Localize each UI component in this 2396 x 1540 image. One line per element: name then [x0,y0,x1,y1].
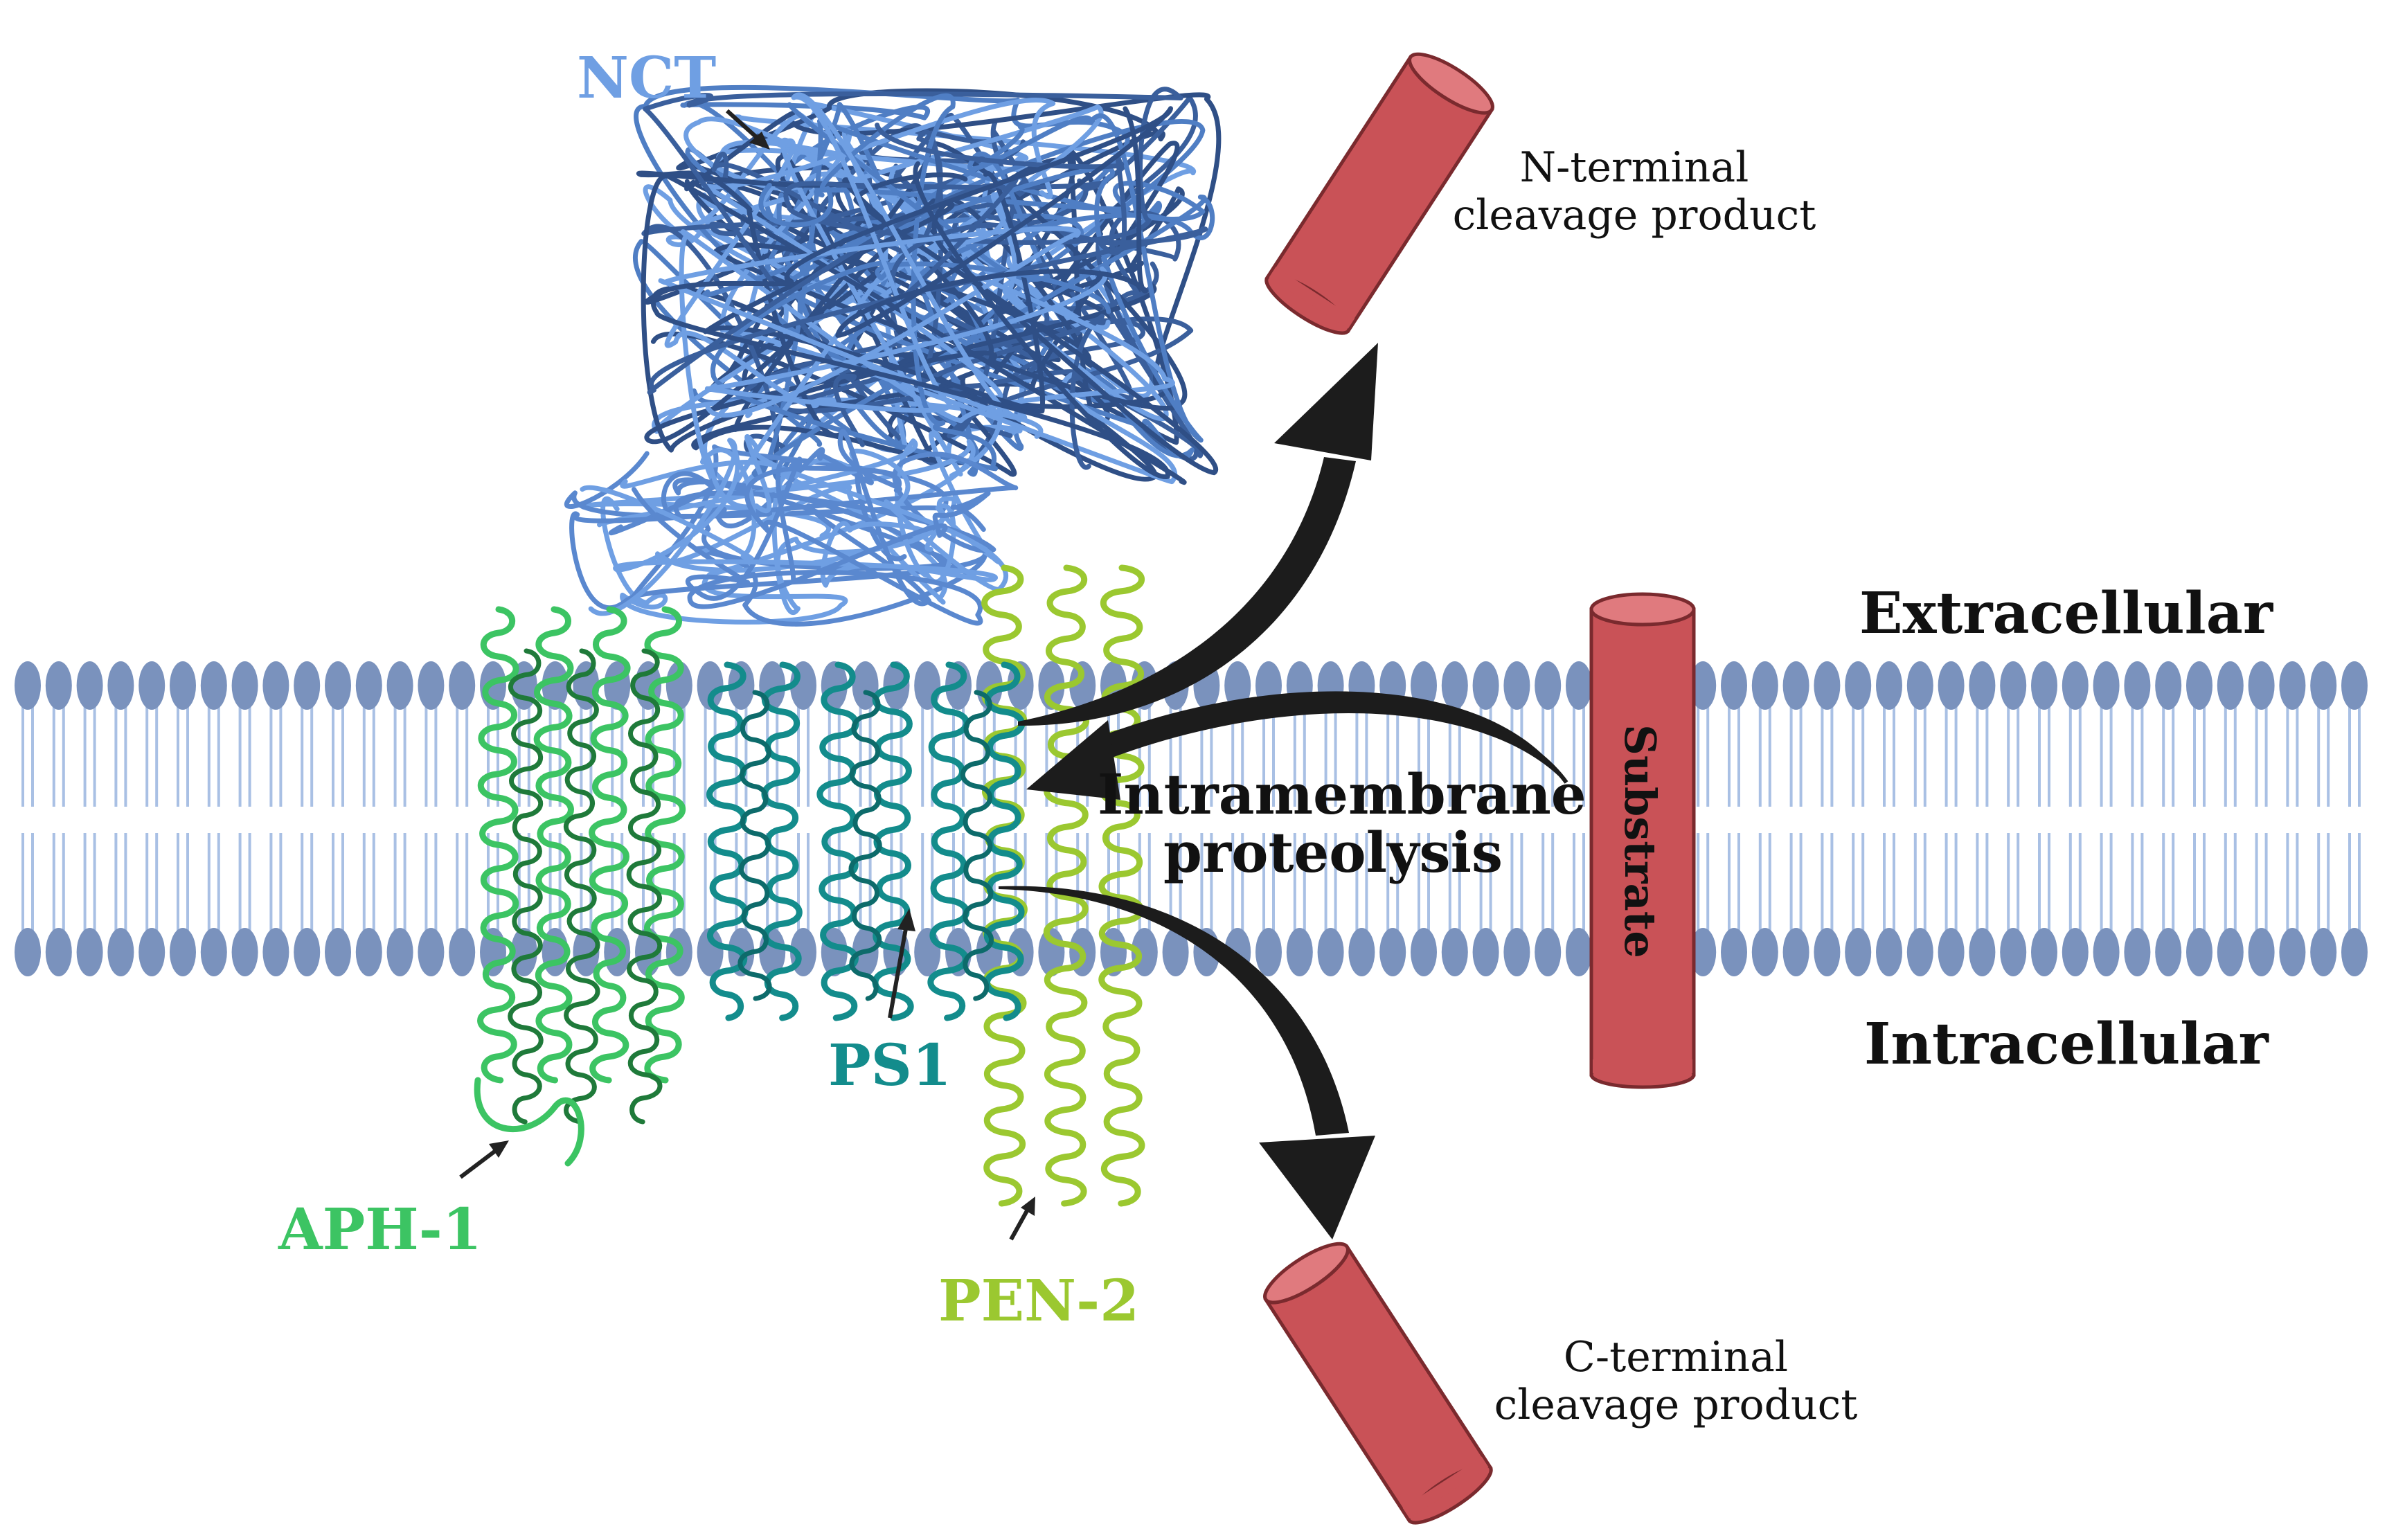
process-label-line1: Intramembrane [1098,762,1586,827]
process-label-line2: proteolysis [1163,820,1503,885]
c-terminal-product-cylinder [1263,1242,1493,1525]
ps1-label: PS1 [828,1032,951,1099]
n-product-arrow-tail [1018,457,1356,726]
intracellular-label: Intracellular [1864,1011,2269,1077]
substrate-label: Substrate [1615,724,1665,958]
n-product-arrowhead [1274,343,1378,460]
substrate-entry-arrowhead [1026,720,1120,800]
aph1-label: APH-1 [278,1197,482,1263]
ps1-ribbon [706,661,1025,1021]
pen2-pointer [1009,1207,1030,1241]
n-product-label-line1: N-terminal [1519,143,1749,192]
n-terminal-product-cylinder [1264,52,1494,335]
cleavage-arrows [999,343,1568,1239]
c-product-label-line2: cleavage product [1494,1381,1858,1429]
label-pointers [459,109,1035,1241]
substrate-cylinder: Substrate [1589,592,1696,1089]
aph1-pointer [459,1147,499,1179]
c-product-arrowhead [1259,1136,1375,1239]
nct-label: NCT [577,45,717,111]
aph1-ribbon [474,606,686,1167]
n-product-label: N-terminal cleavage product [1430,144,1839,240]
extracellular-label: Extracellular [1859,580,2273,647]
ps1-pointer [888,920,909,1019]
pen2-label: PEN-2 [938,1268,1140,1334]
n-product-label-line2: cleavage product [1452,191,1816,240]
c-product-arrow-tail [999,886,1349,1136]
c-product-label-line1: C-terminal [1563,1333,1789,1381]
gamma-secretase-complex [474,84,1222,1207]
nct-ribbon [564,84,1222,627]
process-label: Intramembrane proteolysis [1098,762,1586,885]
c-product-label: C-terminal cleavage product [1468,1334,1884,1429]
